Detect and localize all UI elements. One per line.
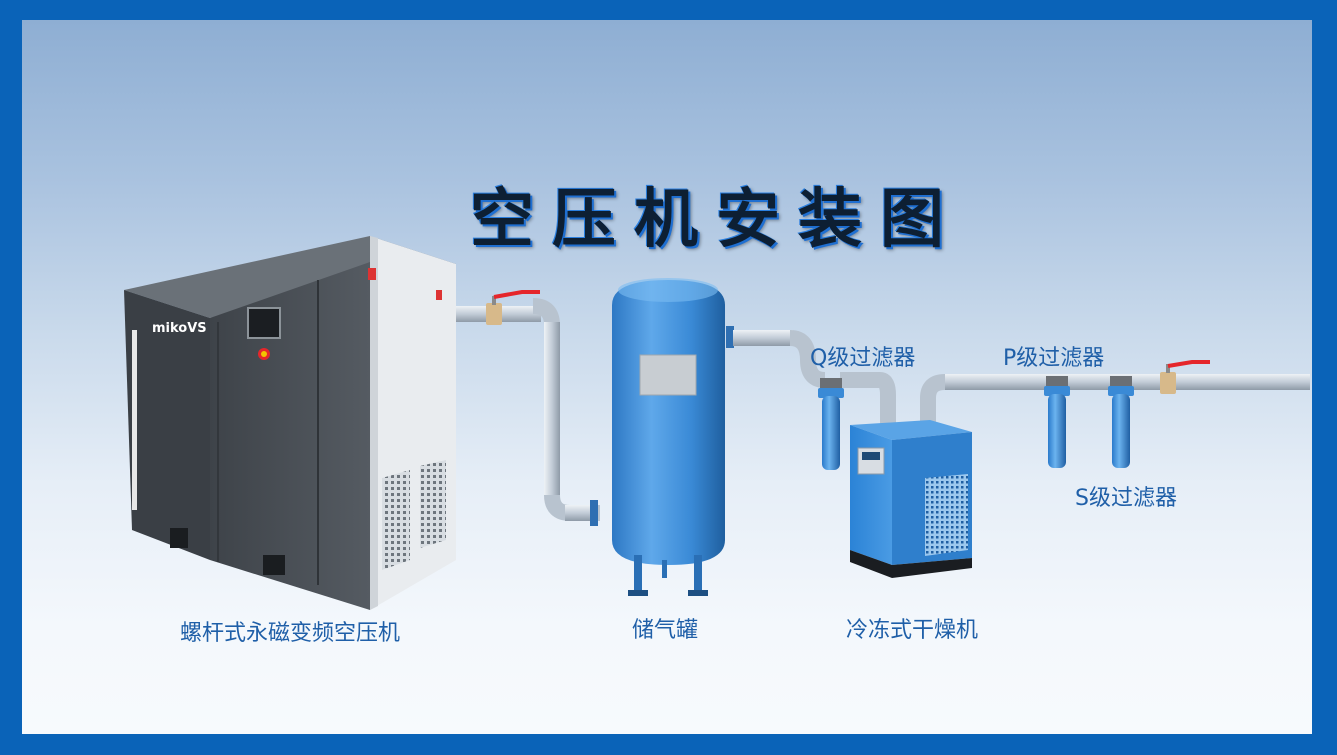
pipe-tank-to-q-filter xyxy=(726,326,896,425)
ball-valve-2 xyxy=(1160,360,1210,394)
compressor-brand-logo: mikoVS xyxy=(152,321,207,336)
p-filter xyxy=(1044,376,1070,468)
label-dryer: 冷冻式干燥机 xyxy=(846,618,979,643)
label-p-filter: P级过滤器 xyxy=(1003,346,1105,371)
page-title: 空压机安装图 xyxy=(470,183,962,257)
pipe-compressor-to-tank xyxy=(455,298,600,526)
label-tank: 储气罐 xyxy=(632,618,699,643)
q-filter xyxy=(818,378,844,470)
ball-valve-1 xyxy=(486,290,540,325)
label-s-filter: S级过滤器 xyxy=(1075,486,1177,511)
refrigerated-dryer xyxy=(850,420,972,578)
label-q-filter: Q级过滤器 xyxy=(810,346,916,371)
label-compressor: 螺杆式永磁变频空压机 xyxy=(180,621,401,646)
air-storage-tank xyxy=(612,278,725,596)
screw-compressor xyxy=(124,236,456,610)
s-filter xyxy=(1108,376,1134,468)
